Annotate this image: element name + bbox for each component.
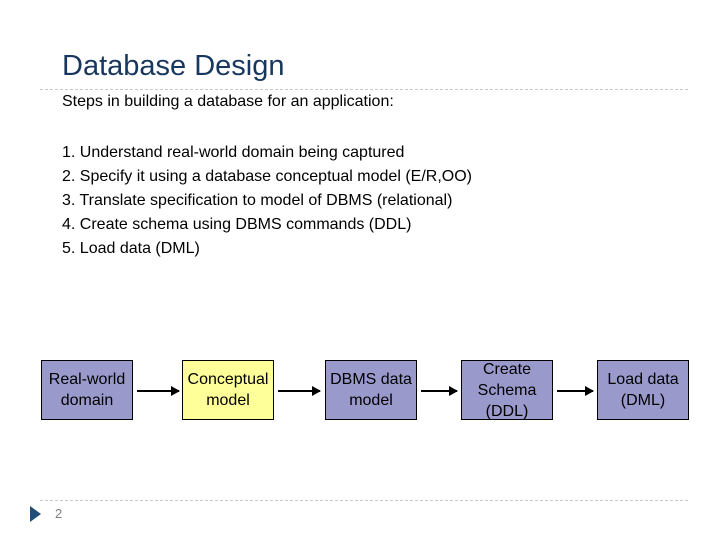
- step-item: 3. Translate specification to model of D…: [62, 192, 453, 209]
- step-item: 2. Specify it using a database conceptua…: [62, 168, 472, 185]
- step-item: 4. Create schema using DBMS commands (DD…: [62, 216, 412, 233]
- flow-box-line: DBMS data: [330, 371, 412, 388]
- title-divider: [40, 89, 688, 90]
- flow-box-line: Schema: [477, 381, 537, 399]
- flow-box-real-world-domain: Real-world domain: [41, 360, 133, 420]
- flow-box-line: Load data: [607, 371, 679, 388]
- flow-box-create-schema: Create Schema (DDL): [461, 360, 553, 420]
- flow-box-line: model: [206, 392, 250, 409]
- flow-arrow: [557, 386, 594, 396]
- step-item: 1. Understand real-world domain being ca…: [62, 144, 405, 161]
- flow-box-conceptual-model: Conceptual model: [182, 360, 274, 420]
- flow-box-line: Real-world: [48, 371, 126, 388]
- flow-box-line: Conceptual: [187, 371, 269, 388]
- flow-box-line: Create: [482, 360, 531, 378]
- flow-box-line: (DML): [620, 392, 666, 409]
- footer-triangle-icon: [30, 506, 41, 522]
- slide-title: Database Design: [62, 50, 285, 82]
- slide-subtitle: Steps in building a database for an appl…: [62, 93, 394, 110]
- flow-box-load-data: Load data (DML): [597, 360, 689, 420]
- page-number: 2: [55, 506, 63, 521]
- flow-arrow: [278, 386, 321, 396]
- flow-box-line: domain: [60, 392, 114, 409]
- flow-box-line: model: [349, 392, 393, 409]
- steps-list: 1. Understand real-world domain being ca…: [62, 141, 472, 261]
- flow-box-dbms-data-model: DBMS data model: [325, 360, 417, 420]
- flow-arrow: [421, 386, 458, 396]
- flow-box-line: (DDL): [485, 402, 529, 420]
- footer-divider: [40, 500, 688, 501]
- step-item: 5. Load data (DML): [62, 240, 200, 257]
- flow-arrow: [137, 386, 180, 396]
